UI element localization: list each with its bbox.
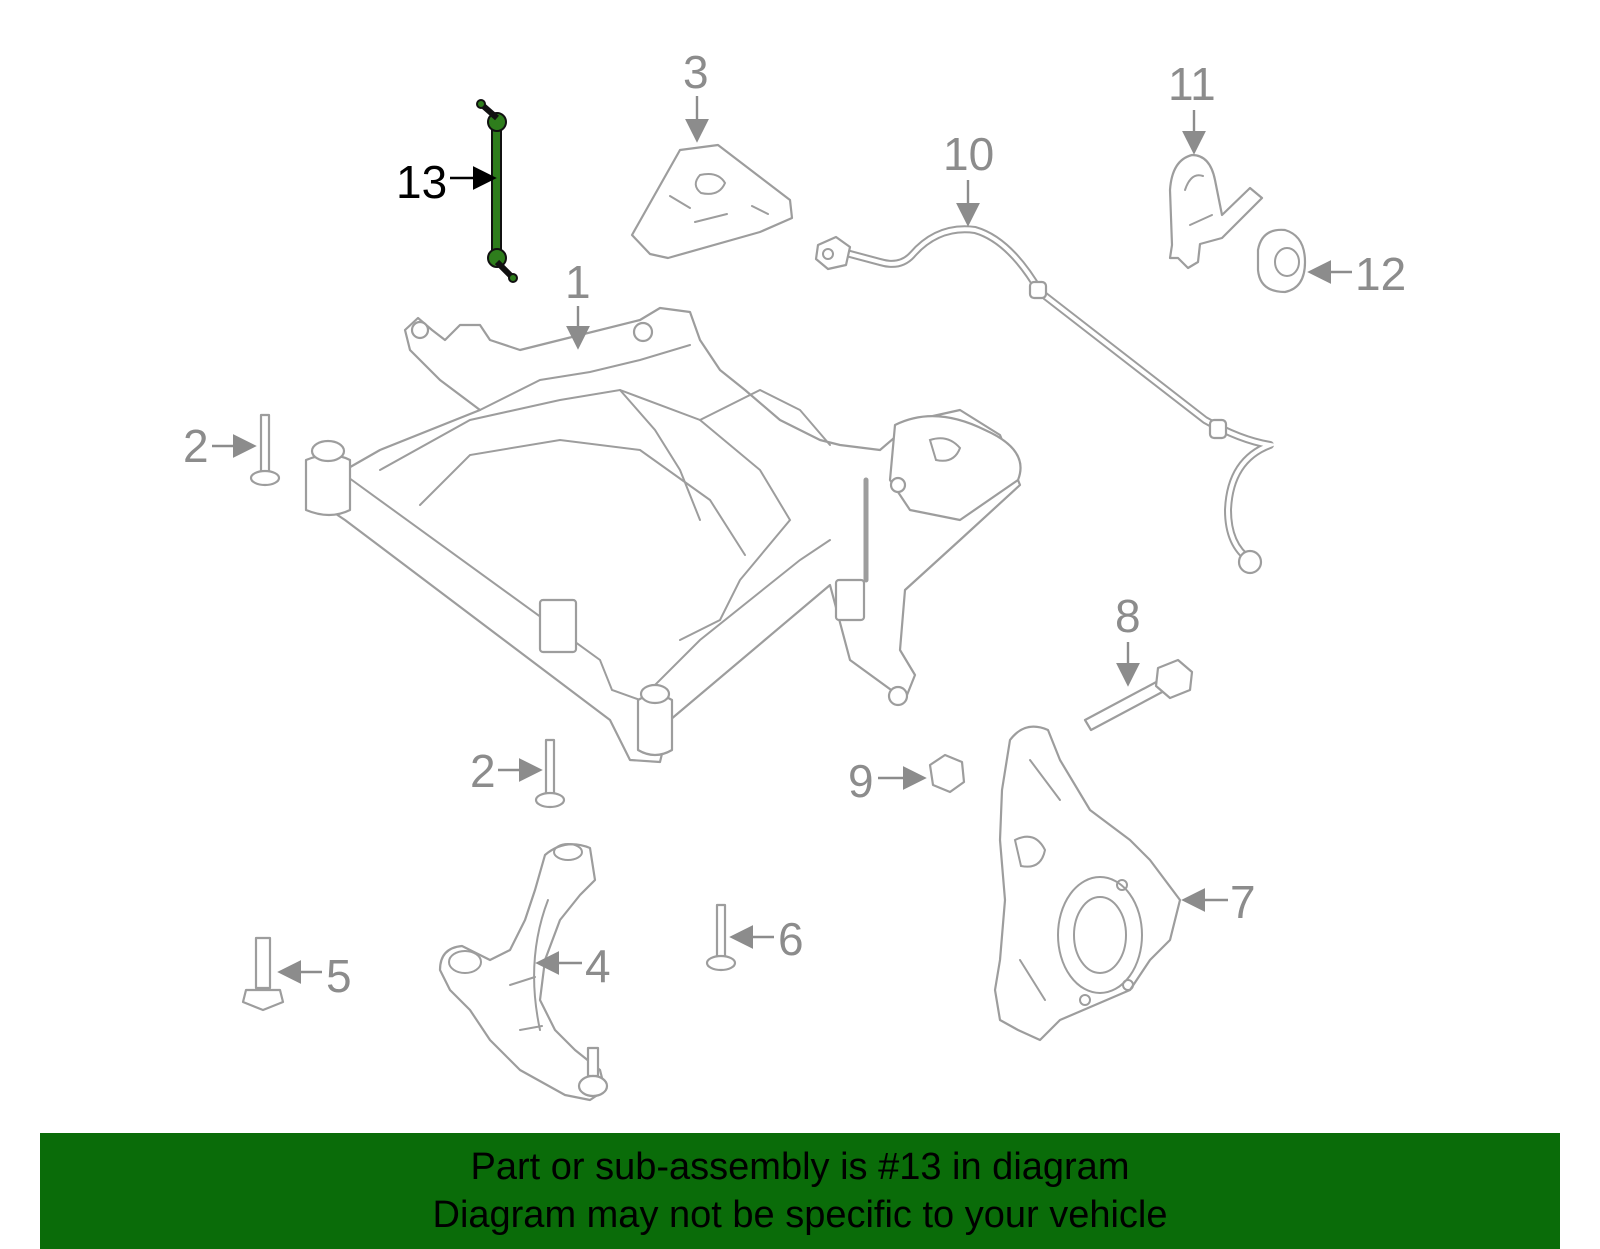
callout-number-13: 13: [396, 156, 447, 208]
bolt-part-2-upper[interactable]: [249, 413, 281, 487]
bolt-part-8[interactable]: [1083, 658, 1194, 732]
callout-number-1: 1: [565, 256, 591, 308]
bolt-part-5[interactable]: [241, 936, 285, 1012]
callout-number-11: 11: [1168, 58, 1216, 110]
callout-number-2-upper: 2: [183, 420, 209, 472]
bolt-part-6[interactable]: [705, 903, 737, 972]
callout-number-10: 10: [943, 128, 994, 180]
callout-number-12: 12: [1355, 248, 1406, 300]
stabilizer-bar-part-10[interactable]: [814, 225, 1278, 575]
callout-5: 5: [277, 950, 352, 1002]
callout-number-6: 6: [778, 913, 804, 965]
callout-4: 4: [535, 940, 611, 992]
callout-2-lower: 2: [470, 745, 543, 797]
callout-number-3: 3: [683, 46, 709, 98]
callout-number-7: 7: [1230, 876, 1256, 928]
banner-line-disclaimer: Diagram may not be specific to your vehi…: [432, 1194, 1168, 1236]
bolt-part-2-lower[interactable]: [534, 738, 566, 809]
lower-control-arm-part-4[interactable]: [438, 843, 609, 1102]
callout-number-5: 5: [326, 950, 352, 1002]
callout-2-upper: 2: [183, 420, 257, 472]
callout-6: 6: [729, 913, 804, 965]
bracket-plate-part-3[interactable]: [630, 143, 794, 260]
callout-8: 8: [1115, 590, 1141, 687]
nut-part-9[interactable]: [928, 753, 966, 794]
callout-7: 7: [1181, 876, 1256, 928]
bushing-part-12[interactable]: [1256, 228, 1307, 294]
parts-diagram: 13 3 10 11 12 1 2 2 8 9 7 6: [183, 46, 1406, 1102]
callout-9: 9: [848, 755, 927, 807]
callout-number-8: 8: [1115, 590, 1141, 642]
callout-12: 12: [1307, 248, 1406, 300]
banner-line-part-info: Part or sub-assembly is #13 in diagram: [470, 1146, 1130, 1188]
callout-number-2-lower: 2: [470, 745, 496, 797]
steering-knuckle-part-7[interactable]: [993, 725, 1182, 1042]
stabilizer-link-part-13[interactable]: [476, 99, 518, 283]
subframe-part-1[interactable]: [304, 306, 1022, 764]
callout-13: 13: [396, 156, 497, 208]
callout-10: 10: [943, 128, 994, 227]
callout-1: 1: [565, 256, 591, 350]
callout-number-9: 9: [848, 755, 874, 807]
callout-11: 11: [1168, 58, 1216, 155]
callout-3: 3: [683, 46, 709, 143]
info-banner: Part or sub-assembly is #13 in diagram D…: [40, 1133, 1560, 1249]
callout-number-4: 4: [585, 940, 611, 992]
clamp-part-11[interactable]: [1168, 153, 1264, 270]
